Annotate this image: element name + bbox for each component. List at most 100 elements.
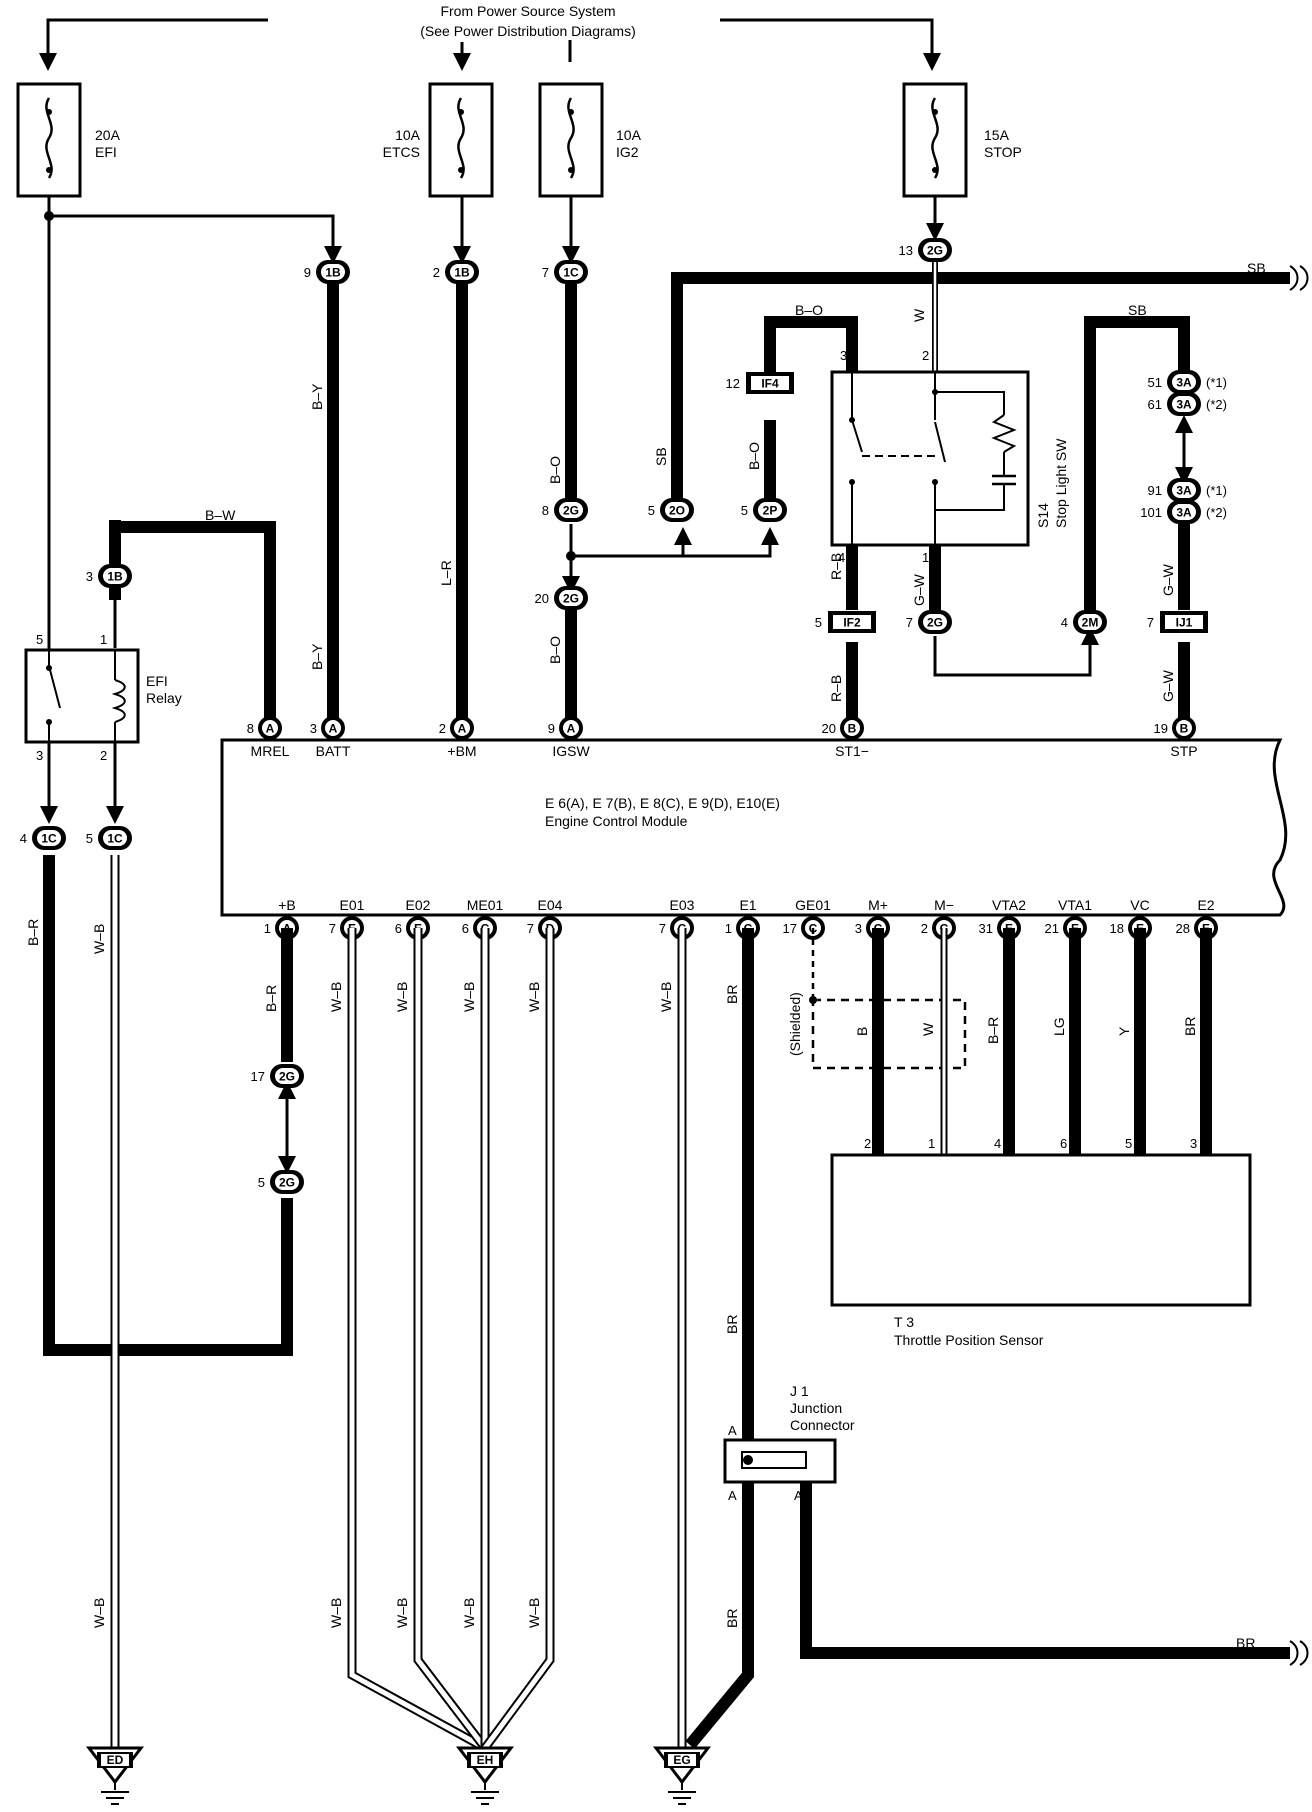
ecm-terminal-pin: 28 (1176, 921, 1190, 936)
wire-b-m-plus: B (854, 1027, 870, 1036)
ecm-terminal-name: VC (1130, 897, 1149, 913)
ecm-terminal-name: ST1− (835, 743, 869, 759)
wire-b-r-plus-b: B–R (263, 985, 279, 1012)
fuse-efi-amp: 20A (95, 127, 121, 143)
ecm-terminal-pin: 2 (439, 721, 446, 736)
ecm-terminal-name: VTA1 (1058, 897, 1092, 913)
wire-g-w-3: G–W (1160, 669, 1176, 702)
ecm-terminal-name: +B (278, 897, 296, 913)
relay-pin-3: 3 (36, 748, 43, 763)
grounds: ED EH EG (85, 1746, 712, 1805)
ecm-terminal-pin: 19 (1154, 721, 1168, 736)
wire-sb-top: SB (1247, 260, 1266, 276)
wire-b-w: B–W (205, 507, 236, 523)
ecm-terminal-pin: 3 (310, 721, 317, 736)
ecm-terminal-name: MREL (251, 743, 290, 759)
ground-ed: ED (85, 1746, 145, 1805)
connector-pin: 7 (906, 615, 913, 630)
wire-sb-left: SB (653, 447, 669, 466)
stop-sw-pin-3: 3 (840, 348, 847, 363)
connector-note: (*2) (1206, 505, 1227, 520)
connector-note: (*2) (1206, 397, 1227, 412)
wire-w-b-eh-2: W–B (394, 1598, 410, 1628)
connector-pin: 101 (1140, 505, 1162, 520)
wire-b-o-1: B–O (547, 456, 563, 484)
wire-shielded: (Shielded) (787, 992, 803, 1056)
connector-4-1c: 1C4 (20, 826, 66, 850)
junction-id: J 1 (790, 1383, 809, 1399)
stop-sw-id: S14 (1035, 503, 1051, 528)
tps-name: Throttle Position Sensor (894, 1332, 1044, 1348)
connector-pin: 4 (1061, 615, 1068, 630)
ecm-terminal-pin: 7 (527, 921, 534, 936)
connector-pin: 12 (726, 376, 740, 391)
connector-pin: 5 (258, 1175, 265, 1190)
ecm-terminal-pin: 1 (264, 921, 271, 936)
relay-pin-5: 5 (36, 632, 43, 647)
connector-id: 2P (763, 504, 778, 518)
wire-w-b-e01: W–B (328, 982, 344, 1012)
ecm-terminal-name: ME01 (467, 897, 504, 913)
connector-id: 2G (927, 244, 943, 258)
wire-w-stop: W (911, 308, 927, 322)
connector-id: IF4 (761, 377, 779, 391)
ecm-terminal-pin: 6 (395, 921, 402, 936)
connector-pin: 5 (815, 615, 822, 630)
connector-5-2o: 2O5 (648, 498, 694, 522)
connector-12-if4: IF4 12 (726, 372, 794, 394)
wire-g-w-2: G–W (1160, 563, 1176, 596)
ecm-terminal-pin: 18 (1110, 921, 1124, 936)
wire-br-right: BR (1236, 1635, 1255, 1651)
ecm-terminal-pin: 2 (921, 921, 928, 936)
connector-id: 1B (107, 570, 123, 584)
connector-pin: 4 (20, 831, 27, 846)
relay-pin-2: 2 (100, 748, 107, 763)
fuse-etcs-name: ETCS (383, 144, 420, 160)
ecm-connectors: E 6(A), E 7(B), E 8(C), E 9(D), E10(E) (545, 795, 780, 811)
fuse-ig2-name: IG2 (616, 144, 639, 160)
tps-id: T 3 (894, 1314, 914, 1330)
junction-pin-top: A (728, 1423, 737, 1438)
ecm-terminal-pin: 17 (783, 921, 797, 936)
tps-pin-3: 3 (1190, 1136, 1197, 1151)
stop-light-switch: 3 2 4 1 S14 Stop Light SW (830, 348, 1069, 565)
connector-pin: 8 (542, 503, 549, 518)
connector-id: 2G (927, 616, 943, 630)
power-feed-lines (39, 18, 941, 71)
wire-br-junction-top: BR (724, 1315, 740, 1334)
connector-pin: 5 (741, 503, 748, 518)
wire-w-m-minus: W (920, 1022, 936, 1036)
upper-wiring (44, 196, 1309, 718)
wire-lg-vta1: LG (1051, 1017, 1067, 1036)
connector-pin: 7 (1147, 615, 1154, 630)
ecm-terminal-name: E01 (340, 897, 365, 913)
connector-note: (*1) (1206, 483, 1227, 498)
connector-id: 3A (1176, 484, 1192, 498)
ecm-terminal-conn: A (329, 722, 338, 736)
ecm-terminal-pin: 9 (548, 721, 555, 736)
ecm-terminal-name: STP (1170, 743, 1197, 759)
ecm-terminal-pin: 31 (979, 921, 993, 936)
engine-control-module: E 6(A), E 7(B), E 8(C), E 9(D), E10(E) E… (220, 738, 1288, 917)
efi-relay: 5 1 3 2 EFI Relay (24, 632, 182, 763)
wire-br-e2: BR (1182, 1017, 1198, 1036)
wire-b-y-2: B–Y (309, 643, 325, 670)
wire-b-r-left: B–R (25, 919, 41, 946)
ground-label: EG (673, 1753, 690, 1767)
connector-8-2g: 2G8 (542, 498, 588, 522)
fuse-ig2: 10A IG2 (538, 82, 642, 198)
throttle-position-sensor: 2 1 4 6 5 3 T 3 Throttle Position Sensor (830, 1136, 1252, 1348)
wire-w-b-e04: W–B (526, 982, 542, 1012)
connector-pin: 9 (304, 265, 311, 280)
ground-eh: EH (455, 1746, 515, 1805)
ecm-terminal-pin: 1 (725, 921, 732, 936)
ecm-terminal-name: E02 (406, 897, 431, 913)
connector-7-2g: 2G 7 (906, 610, 952, 634)
connector-pin: 51 (1148, 375, 1162, 390)
ecm-terminal-pin: 7 (659, 921, 666, 936)
wire-y-vc: Y (1116, 1026, 1132, 1036)
